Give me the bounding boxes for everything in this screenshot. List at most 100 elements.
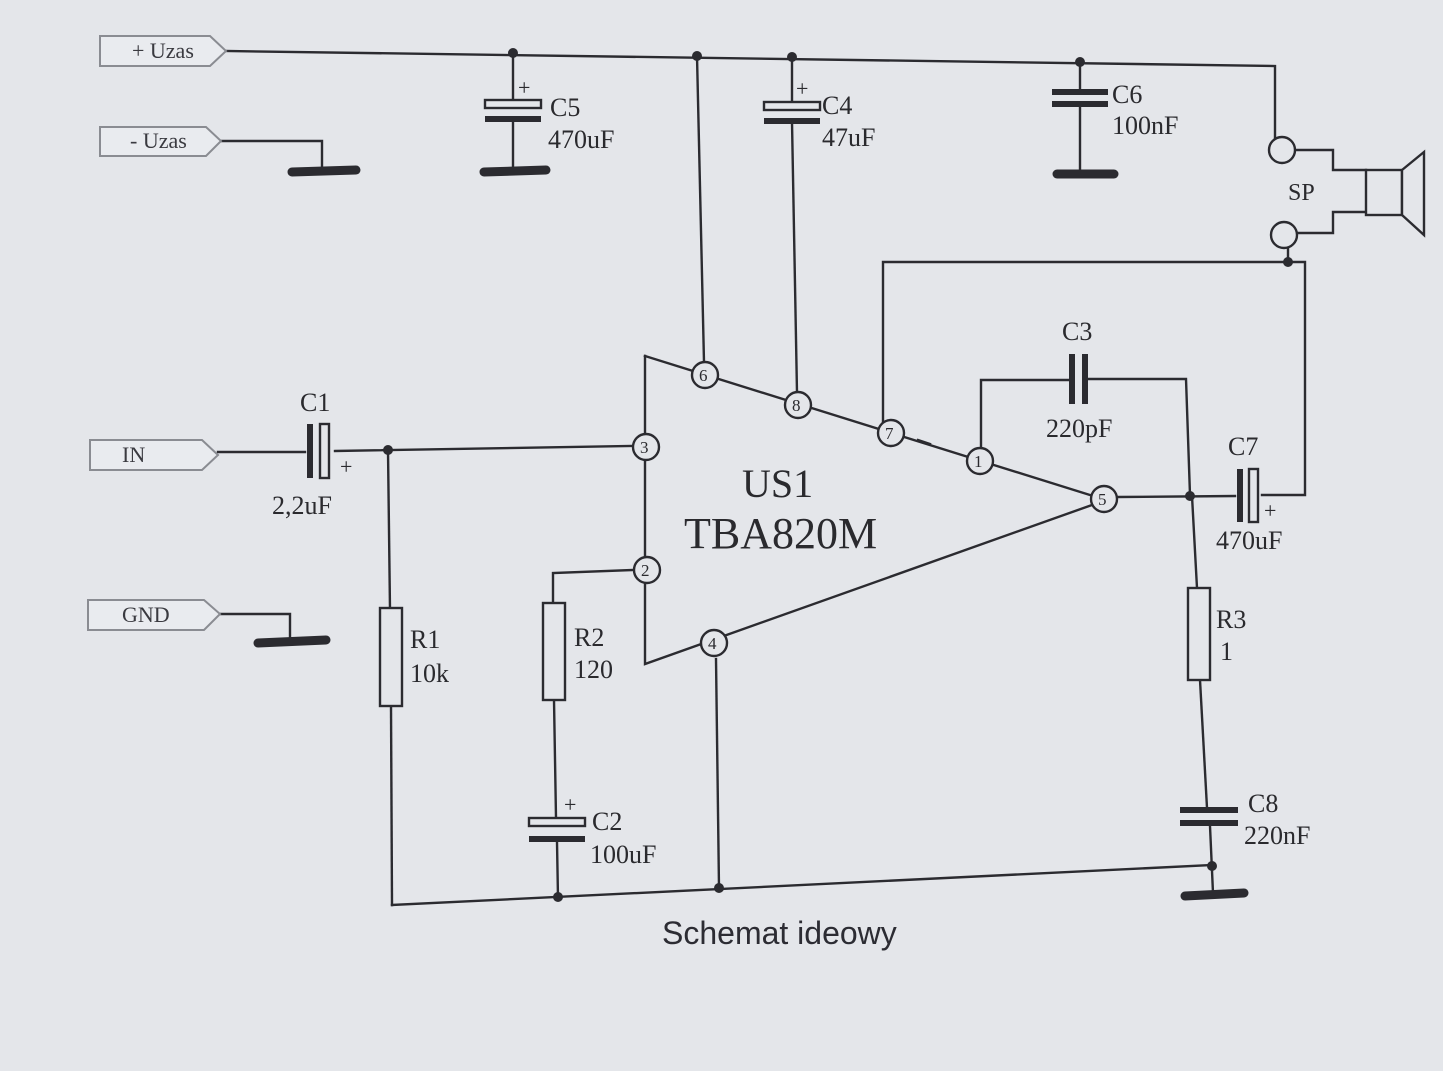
- c6-value: 100nF: [1112, 111, 1178, 140]
- c2-ref: C2: [592, 807, 622, 836]
- c5-ref: C5: [550, 93, 580, 122]
- wire-r3-top: [1190, 494, 1199, 590]
- r2-ref: R2: [574, 623, 604, 652]
- capacitor-c3: C3 220pF: [1046, 317, 1112, 443]
- r3-ref: R3: [1216, 605, 1246, 634]
- c7-ref: C7: [1228, 432, 1258, 461]
- wire-pin5-c7: [1116, 494, 1237, 499]
- c3-value: 220pF: [1046, 414, 1112, 443]
- wire-pin6: [695, 54, 706, 364]
- ic-part-number: TBA820M: [684, 509, 877, 558]
- svg-text:+: +: [564, 792, 576, 817]
- svg-text:8: 8: [792, 396, 801, 415]
- wire-c3-loop: [979, 378, 1070, 448]
- pin-6: 6: [690, 360, 720, 390]
- junction-dot: [1207, 861, 1217, 871]
- wire-r1-top: [386, 449, 392, 612]
- r1-ref: R1: [410, 625, 440, 654]
- ground-symbol: [479, 165, 551, 177]
- junction-dot: [1185, 491, 1195, 501]
- sp-ref: SP: [1288, 180, 1315, 206]
- wire-c8-gnd: [1208, 824, 1215, 895]
- wire-r3-c8: [1198, 678, 1209, 810]
- c2-value: 100uF: [590, 840, 656, 869]
- svg-text:2: 2: [641, 561, 650, 580]
- c1-ref: C1: [300, 388, 330, 417]
- capacitor-c5: + C5 470uF: [483, 75, 614, 154]
- capacitor-c1: + C1 2,2uF: [272, 388, 352, 520]
- ic-pin7-tick: [916, 438, 932, 446]
- wire-r2-c2: [552, 698, 558, 820]
- svg-text:+: +: [518, 75, 530, 100]
- c6-ref: C6: [1112, 80, 1142, 109]
- svg-text:+: +: [796, 76, 808, 101]
- pin-1: 1: [965, 446, 995, 476]
- r2-value: 120: [574, 655, 613, 684]
- junctions: [383, 48, 1293, 902]
- c3-ref: C3: [1062, 317, 1092, 346]
- svg-text:5: 5: [1098, 490, 1107, 509]
- svg-text:+ Uzas: + Uzas: [132, 38, 194, 63]
- capacitor-c8: C8 220nF: [1180, 789, 1310, 850]
- resistor-r1: R1 10k: [378, 606, 449, 708]
- wire-c4-pin8: [790, 120, 799, 395]
- speaker-terminal: [1269, 220, 1299, 250]
- ic-body-top-edge: [643, 354, 1108, 502]
- pin-4: 4: [699, 628, 729, 658]
- svg-text:3: 3: [640, 438, 649, 457]
- speaker-sp: SP: [1267, 135, 1426, 250]
- ic-pins: 1 2 3 4 5 6 7 8: [631, 360, 1119, 658]
- wires: [216, 49, 1368, 907]
- wire-pin4-gnd: [714, 657, 721, 890]
- c4-ref: C4: [822, 91, 852, 120]
- junction-dot: [1075, 57, 1085, 67]
- svg-text:7: 7: [885, 424, 894, 443]
- junction-dot: [383, 445, 393, 455]
- capacitor-c2: + C2 100uF: [527, 792, 656, 869]
- wire-minus-uzas: [218, 139, 324, 172]
- connector-plus-uzas: + Uzas: [99, 35, 228, 67]
- svg-text:1: 1: [974, 452, 983, 471]
- junction-dot: [553, 892, 563, 902]
- svg-text:IN: IN: [122, 442, 145, 467]
- c8-value: 220nF: [1244, 821, 1310, 850]
- svg-text:+: +: [340, 454, 352, 479]
- ic-ref: US1: [742, 461, 813, 506]
- ic-tba820m: US1 TBA820M: [643, 354, 1108, 666]
- pin-3: 3: [631, 432, 661, 462]
- wire-speaker-bottom: [1294, 210, 1368, 235]
- svg-text:+: +: [1264, 498, 1276, 523]
- wire-c1-pin3: [333, 444, 633, 453]
- c7-value: 470uF: [1216, 526, 1282, 555]
- wire-speaker-top: [1294, 148, 1368, 172]
- ground-symbol: [253, 635, 331, 648]
- wire-r1-bottom: [389, 704, 394, 907]
- junction-dot: [508, 48, 518, 58]
- wire-c2-gnd: [555, 840, 560, 900]
- c5-value: 470uF: [548, 125, 614, 154]
- r3-value: 1: [1220, 637, 1233, 666]
- wire-feedback: [881, 239, 1290, 426]
- diagram-caption: Schemat ideowy: [662, 915, 897, 951]
- svg-text:6: 6: [699, 366, 708, 385]
- svg-text:GND: GND: [122, 602, 170, 627]
- svg-text:4: 4: [708, 634, 717, 653]
- pin-7: 7: [876, 418, 906, 448]
- ground-symbol: [287, 165, 361, 177]
- wire-ground-bus: [390, 863, 1214, 907]
- capacitor-c7: + C7 470uF: [1216, 432, 1282, 555]
- pin-8: 8: [783, 390, 813, 420]
- capacitor-c6: C6 100nF: [1052, 80, 1178, 140]
- wire-c7-speaker: [1260, 260, 1307, 497]
- pin-5: 5: [1089, 484, 1119, 514]
- connector-gnd: GND: [87, 599, 222, 631]
- connector-in: IN: [89, 439, 220, 471]
- svg-text:- Uzas: - Uzas: [130, 128, 187, 153]
- c1-value: 2,2uF: [272, 491, 332, 520]
- speaker-magnet: [1364, 168, 1404, 217]
- speaker-cone: [1400, 149, 1426, 238]
- wire-pin2-r2: [551, 568, 634, 605]
- resistor-r2: R2 120: [541, 601, 613, 702]
